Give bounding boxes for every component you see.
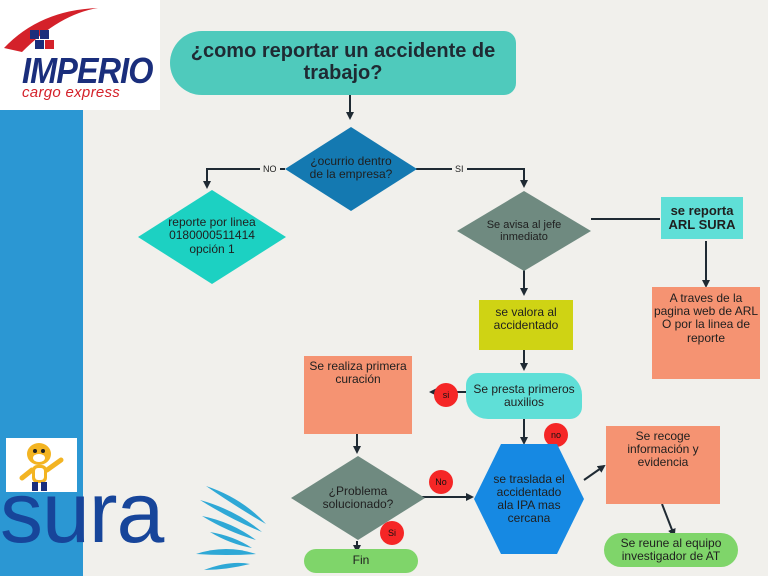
brand-tagline: cargo express (22, 84, 121, 101)
no-badge-2: No (429, 470, 453, 494)
report-line-label: reporte por linea 0180000511414 opción 1 (168, 215, 256, 256)
no-label: NO (260, 164, 280, 174)
tiger-mascot-icon (19, 443, 64, 491)
report-line-diamond (138, 190, 286, 284)
web-page-box: A traves de la pagina web de ARL O por l… (652, 287, 760, 379)
decision-solved-label: ¿Problema solucionado? (322, 483, 394, 511)
transfer-label: se traslada el accidentado ala IPA mas c… (493, 471, 565, 526)
end-pill: Fin (304, 549, 418, 573)
first-cure-box: Se realiza primera curación (304, 356, 412, 434)
diagram-title: ¿como reportar un accidente de trabajo? (170, 31, 516, 95)
yes-label: SI (452, 164, 467, 174)
notify-boss-diamond (457, 191, 591, 271)
first-aid-box: Se presta primeros auxilios (466, 373, 582, 419)
assess-box: se valora al accidentado (479, 300, 573, 350)
imperio-logo: IMPERIO cargo express (0, 0, 160, 110)
decision-solved-diamond (291, 456, 425, 540)
si-badge-2: Si (380, 521, 404, 545)
collect-box: Se recoge información y evidencia (606, 426, 720, 504)
meeting-pill: Se reune al equipo investigador de AT (604, 533, 738, 567)
sura-wing-icon (196, 486, 266, 570)
sura-logo-text: sura (0, 465, 164, 561)
no-badge-1: no (544, 423, 568, 447)
decision-inside-diamond (285, 127, 417, 211)
decision-inside-label: ¿ocurrio dentro de la empresa? (309, 153, 393, 181)
tiger-mascot (6, 438, 77, 492)
logo-swoosh (4, 8, 98, 52)
transfer-hexagon (474, 444, 584, 554)
si-badge-1: si (434, 383, 458, 407)
brand-name: IMPERIO (22, 50, 153, 91)
report-arl-box: se reporta ARL SURA (661, 197, 743, 239)
notify-boss-label: Se avisa al jefe inmediato (486, 218, 562, 243)
